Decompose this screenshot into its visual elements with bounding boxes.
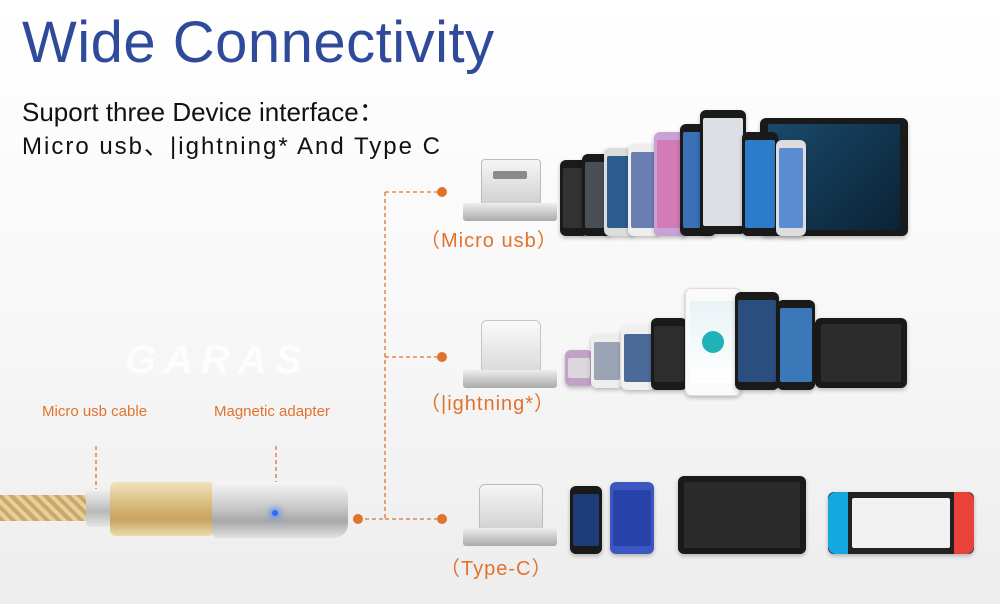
phone (742, 132, 778, 236)
gold-plug-body (110, 482, 214, 536)
braided-cable (0, 495, 100, 521)
ipad (815, 318, 907, 388)
game-console (828, 492, 974, 554)
ipod (591, 334, 623, 388)
connector-label-lightning: （|ightning*） (420, 393, 556, 415)
page-title: Wide Connectivity (22, 10, 495, 75)
iphone-featured (685, 288, 741, 396)
iphone (651, 318, 687, 390)
iphone (735, 292, 779, 390)
iphone (777, 300, 815, 390)
micro-usb-cable-label: Micro usb cable (42, 403, 148, 420)
micro-usb-devices (560, 110, 910, 240)
line-dot-micro (437, 187, 447, 197)
iphone (621, 326, 655, 390)
phone (570, 486, 602, 554)
brand-watermark: GARAS (125, 338, 310, 382)
joycon-left (828, 492, 848, 554)
phone (610, 482, 654, 554)
subtitle: Suport three Device interface： (22, 97, 385, 127)
interfaces-line: Micro usb、|ightning* And Type C (22, 133, 442, 160)
lightning-connector (463, 320, 557, 392)
cable-collar (86, 489, 114, 527)
micro-usb-connector (463, 155, 557, 225)
led-indicator (272, 510, 278, 516)
iphone-featured-graphic (702, 331, 724, 353)
connector-label-micro-usb: （Micro usb） (420, 230, 558, 252)
line-dot-typec (437, 514, 447, 524)
joycon-right (954, 492, 974, 554)
phone (776, 140, 806, 236)
type-c-devices (570, 474, 980, 556)
ipod (565, 350, 593, 386)
lightning-devices (565, 288, 910, 398)
phone (700, 110, 746, 234)
magnetic-adapter (212, 482, 348, 538)
line-dot-origin (353, 514, 363, 524)
line-dot-lightning (437, 352, 447, 362)
magnetic-adapter-label: Magnetic adapter (214, 403, 330, 420)
type-c-connector (463, 480, 557, 550)
tablet (678, 476, 806, 554)
connector-label-type-c: （Type-C） (440, 558, 553, 580)
